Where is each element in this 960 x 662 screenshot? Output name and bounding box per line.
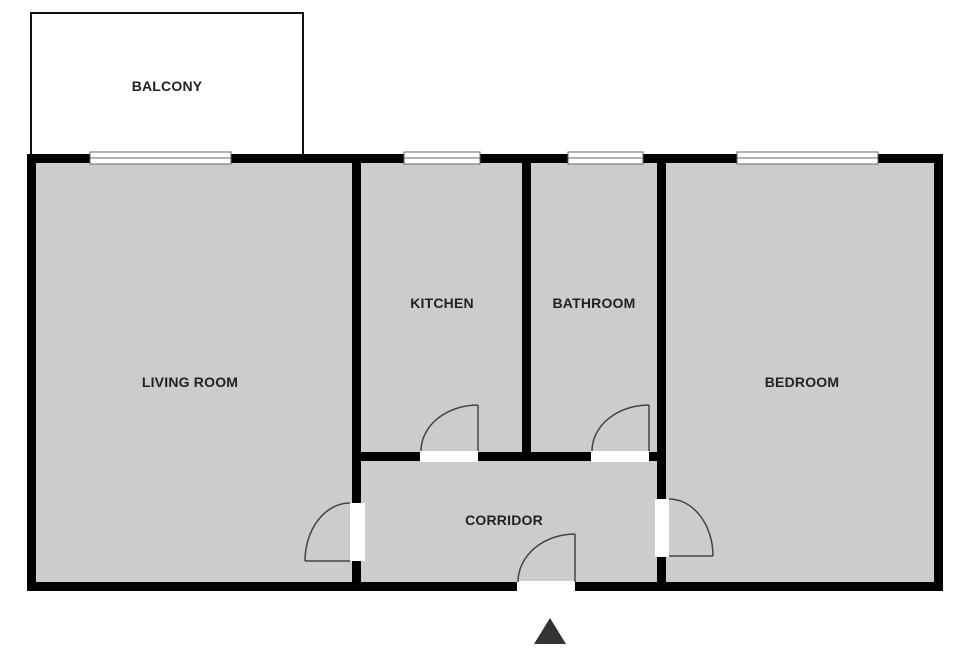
kitchen-label: KITCHEN <box>410 295 474 311</box>
corridor-label: CORRIDOR <box>465 512 543 528</box>
window-kitchen <box>403 151 481 165</box>
balcony: BALCONY <box>30 12 304 157</box>
bedroom-label: BEDROOM <box>765 374 840 390</box>
living-room-label: LIVING ROOM <box>142 374 238 390</box>
window-living-room <box>89 151 232 165</box>
door-kitchen <box>420 404 479 462</box>
interior-walls <box>352 158 666 591</box>
floor-area <box>31 158 938 586</box>
door-bathroom <box>591 404 650 462</box>
bathroom-label: BATHROOM <box>553 295 636 311</box>
door-bedroom <box>655 498 714 557</box>
window-bedroom <box>736 151 879 165</box>
outer-walls <box>27 154 943 591</box>
window-bathroom <box>567 151 644 165</box>
balcony-label: BALCONY <box>132 78 203 94</box>
windows <box>89 151 879 165</box>
entrance-arrow-icon <box>534 618 566 644</box>
doors <box>304 404 714 592</box>
door-living-room <box>304 502 365 562</box>
door-entrance <box>517 533 576 592</box>
